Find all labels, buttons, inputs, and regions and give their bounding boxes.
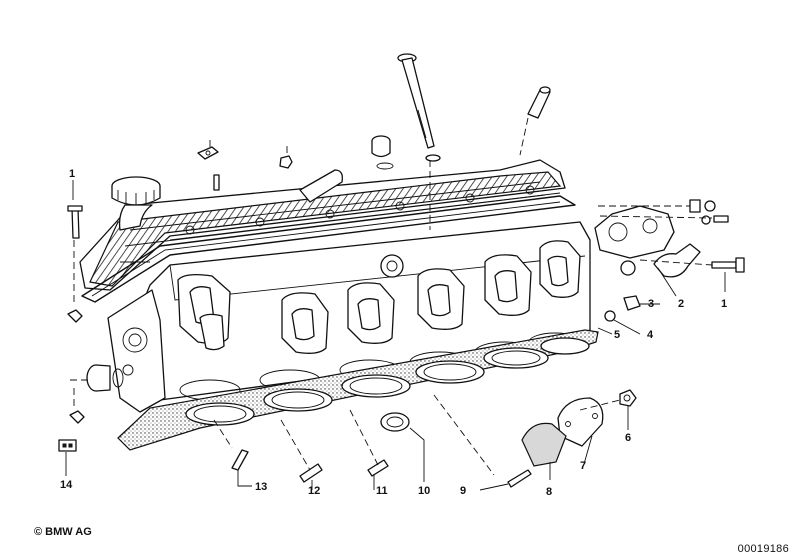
marker-14: [58, 439, 77, 452]
copyright-label: © BMW AG: [34, 526, 92, 538]
callout-14: 14: [60, 479, 73, 491]
cover-gasket: [81, 195, 576, 303]
nut-6: [619, 389, 637, 407]
small-fasteners: [67, 146, 745, 424]
valve-cover: [79, 159, 566, 291]
sleeves: [231, 449, 389, 483]
thermostat-housing: [594, 205, 701, 278]
callout-1-right: 1: [721, 298, 727, 310]
gasket-8: [521, 422, 567, 467]
callout-8: 8: [546, 486, 552, 498]
cover-plate-7: [557, 397, 604, 447]
tube-pin: [527, 86, 551, 119]
head-bolt-long: [397, 53, 441, 162]
callout-1-left: 1: [69, 168, 75, 180]
temp-sender: [604, 295, 641, 322]
callout-13: 13: [255, 481, 267, 493]
diagram-code: 00019186: [737, 543, 789, 555]
top-plug: [371, 135, 394, 170]
callout-4: 4: [647, 329, 654, 341]
callout-7: 7: [580, 460, 586, 472]
callout-9: 9: [460, 485, 466, 497]
callout-3: 3: [648, 298, 654, 310]
pin-9: [507, 469, 532, 488]
callout-6: 6: [625, 432, 631, 444]
callout-12: 12: [308, 485, 320, 497]
callout-2: 2: [678, 298, 684, 310]
callout-5: 5: [614, 329, 620, 341]
alignment-lines: [70, 117, 713, 476]
head-gasket: [117, 329, 599, 451]
callout-numbers: 1 2 3 4 5 6 7 8 9 10 11 12 13 14 1: [60, 168, 727, 498]
front-plug: [86, 364, 124, 392]
leader-lines: [65, 180, 726, 491]
callout-10: 10: [418, 485, 430, 497]
callout-11: 11: [376, 485, 388, 497]
seal-ring-10: [380, 412, 410, 432]
